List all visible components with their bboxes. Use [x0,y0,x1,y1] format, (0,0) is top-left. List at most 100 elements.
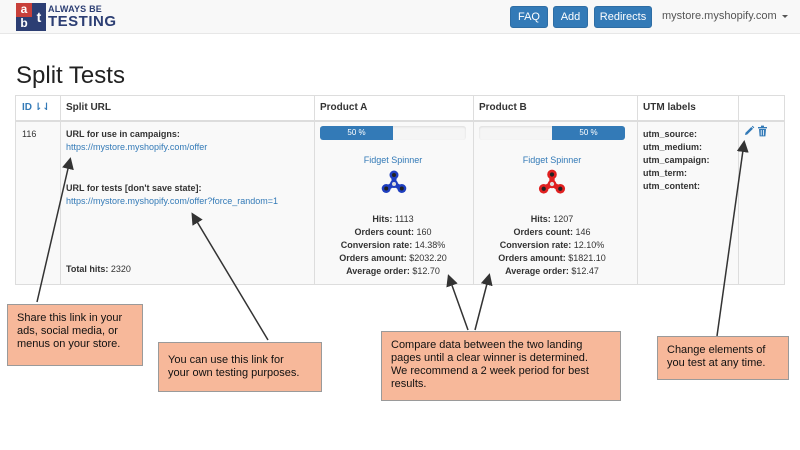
product-b-conversion: Conversion rate: 12.10% [479,239,625,251]
header-product-a: Product A [320,102,368,113]
product-a-amount-label: Orders amount: [339,253,407,263]
arrow-test [191,212,269,341]
logo-letter-t: t [32,3,46,31]
utm-content-label: utm_content: [643,181,700,191]
callout-change-elements: Change elements of you test at any time. [657,336,789,380]
callout-compare-data: Compare data between the two landing pag… [381,331,621,401]
product-b-name[interactable]: Fidget Spinner [522,155,582,165]
product-b-amount-label: Orders amount: [498,253,566,263]
product-b-hits: Hits: 1207 [479,213,625,225]
product-a-name[interactable]: Fidget Spinner [363,155,423,165]
page-title: Split Tests [16,62,125,89]
logo-letter-a: a [16,3,32,17]
logo-text-bottom: TESTING [48,13,117,30]
header-divider [16,120,784,122]
product-b-hits-value: 1207 [553,214,574,224]
product-a-hits-label: Hits: [372,214,393,224]
utm-source-label: utm_source: [643,129,698,139]
product-b-progress: 50 % [479,126,625,140]
total-hits-value: 2320 [110,264,131,274]
product-b-image[interactable] [535,168,569,200]
store-dropdown[interactable]: mystore.myshopify.com [662,10,788,22]
callout-share-link: Share this link in your ads, social medi… [7,304,143,366]
product-b-progress-fill: 50 % [552,126,625,140]
product-b-amount: Orders amount: $1821.10 [479,252,625,264]
product-a-progress: 50 % [320,126,466,140]
product-a-hits-value: 1113 [394,214,414,224]
callout-compare-line: pages until a clear winner is determined… [391,352,588,364]
product-a-average-value: $12.70 [412,266,440,276]
product-a-orders-label: Orders count: [354,227,414,237]
add-button[interactable]: Add [553,6,588,28]
product-b-conversion-label: Conversion rate: [499,240,572,250]
sort-icon: ⇂⇃ [34,102,51,113]
product-b-amount-value: $1821.10 [568,253,606,263]
column-divider [314,96,315,284]
callout-change-line: you test at any time. [667,357,766,369]
product-a-amount-value: $2032.20 [409,253,447,263]
column-divider [60,96,61,284]
edit-icon[interactable] [743,125,755,140]
product-a-amount: Orders amount: $2032.20 [320,252,466,264]
product-b-conversion-value: 12.10% [573,240,605,250]
header-utm-labels: UTM labels [643,102,696,113]
arrow-change [716,140,749,337]
header-product-b: Product B [479,102,527,113]
product-b-average: Average order: $12.47 [479,265,625,277]
total-hits-label: Total hits: [66,264,109,274]
store-name: mystore.myshopify.com [662,10,777,22]
product-b-average-value: $12.47 [571,266,599,276]
product-b-hits-label: Hits: [530,214,551,224]
product-a-conversion-label: Conversion rate: [340,240,413,250]
callout-compare-line: Compare data between the two landing [391,339,583,351]
callout-compare-line: We recommend a 2 week period for best [391,365,589,377]
product-a-hits: Hits: 1113 [320,213,466,225]
table-row [16,122,784,284]
total-hits: Total hits: 2320 [66,263,131,275]
split-tests-table: ID⇂⇃ Split URL Product A Product B UTM l… [15,95,785,285]
arrow-share [36,157,74,303]
campaign-url-link[interactable]: https://mystore.myshopify.com/offer [66,142,208,152]
test-id: 116 [22,129,37,139]
test-url-label: URL for tests [don't save state]: [66,183,202,193]
callout-change-line: Change elements of [667,344,766,356]
redirects-button[interactable]: Redirects [594,6,652,28]
logo-text-top: ALWAYS BE [48,4,102,14]
product-b-orders-label: Orders count: [513,227,573,237]
header-id[interactable]: ID⇂⇃ [22,102,51,113]
product-a-orders: Orders count: 160 [320,226,466,238]
utm-term-label: utm_term: [643,168,688,178]
column-divider [473,96,474,284]
header-split-url: Split URL [66,102,111,113]
arrow-compare-a [446,274,469,331]
utm-medium-label: utm_medium: [643,142,703,152]
utm-campaign-label: utm_campaign: [643,155,710,165]
logo-letter-b: b [16,17,32,31]
faq-button[interactable]: FAQ [510,6,548,28]
product-b-orders-value: 146 [575,227,591,237]
header-id-label: ID [22,102,32,113]
product-a-orders-value: 160 [416,227,432,237]
callout-share-line: ads, social media, or [17,325,118,337]
callout-test-line: your own testing purposes. [168,367,300,379]
column-divider [637,96,638,284]
callout-share-line: menus on your store. [17,338,121,350]
callout-test-line: You can use this link for [168,354,284,366]
product-a-progress-fill: 50 % [320,126,393,140]
product-b-average-label: Average order: [505,266,569,276]
product-a-average: Average order: $12.70 [320,265,466,277]
callout-test-link: You can use this link for your own testi… [158,342,322,392]
campaign-url-label: URL for use in campaigns: [66,129,180,139]
callout-compare-line: results. [391,378,427,390]
product-a-image[interactable] [378,170,410,198]
app-logo[interactable]: a b t ALWAYS BE TESTING [16,3,116,31]
product-a-conversion-value: 14.38% [414,240,446,250]
test-url-link[interactable]: https://mystore.myshopify.com/offer?forc… [66,196,279,206]
column-divider [738,96,739,284]
chevron-down-icon [781,14,788,18]
product-a-average-label: Average order: [346,266,410,276]
trash-icon[interactable] [757,125,768,140]
callout-share-line: Share this link in your [17,312,123,324]
arrow-compare-b [474,273,493,331]
product-b-orders: Orders count: 146 [479,226,625,238]
